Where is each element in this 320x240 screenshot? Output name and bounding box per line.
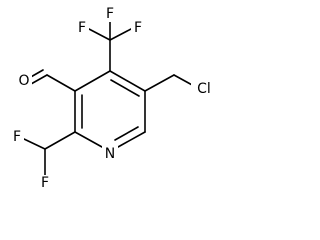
atom-f-bottom-background xyxy=(38,175,52,191)
bond-chf2-f-left xyxy=(23,138,46,150)
atom-n: N xyxy=(105,146,115,162)
atom-f-lower-left-background xyxy=(10,129,24,145)
bond-cf3-f-left xyxy=(88,28,111,41)
bond-ch2-cl xyxy=(173,74,195,87)
atom-f-right: F xyxy=(134,20,142,36)
ring-bond-c3-c4 xyxy=(74,70,111,92)
atom-f-left-background xyxy=(75,20,89,36)
atom-cl: Cl xyxy=(197,81,211,97)
atom-n-background xyxy=(102,145,118,162)
ring-bond-c6-n xyxy=(117,131,146,148)
ring-bond-n-c2 xyxy=(74,131,103,148)
atom-f-top-background xyxy=(103,6,117,22)
bond-c3-aldehyde-carbon xyxy=(46,74,76,92)
atom-f-right-background xyxy=(131,20,145,36)
atom-cl-background xyxy=(191,81,217,97)
ring-bond-c4-c5 xyxy=(109,70,146,92)
bond-c2-chf2 xyxy=(44,131,76,150)
atom-f-lower-left: F xyxy=(13,129,21,145)
atom-f-bottom: F xyxy=(41,175,49,191)
bond-c5-ch2 xyxy=(144,74,175,92)
bond-cf3-f-right xyxy=(109,28,132,41)
atom-label-layer: F F F O Cl N F F xyxy=(10,6,217,191)
aldehyde-double-bond-outer xyxy=(30,74,48,85)
ring-double-bond-c6-n xyxy=(114,126,139,141)
ring-double-bond-c4-c5 xyxy=(110,79,140,97)
atom-f-top: F xyxy=(106,6,114,22)
atom-o: O xyxy=(18,73,29,89)
bond-layer xyxy=(23,17,195,176)
atom-o-background xyxy=(16,73,32,89)
chemical-structure-diagram: F F F O Cl N F F xyxy=(10,6,217,191)
atom-f-left: F xyxy=(78,20,86,36)
